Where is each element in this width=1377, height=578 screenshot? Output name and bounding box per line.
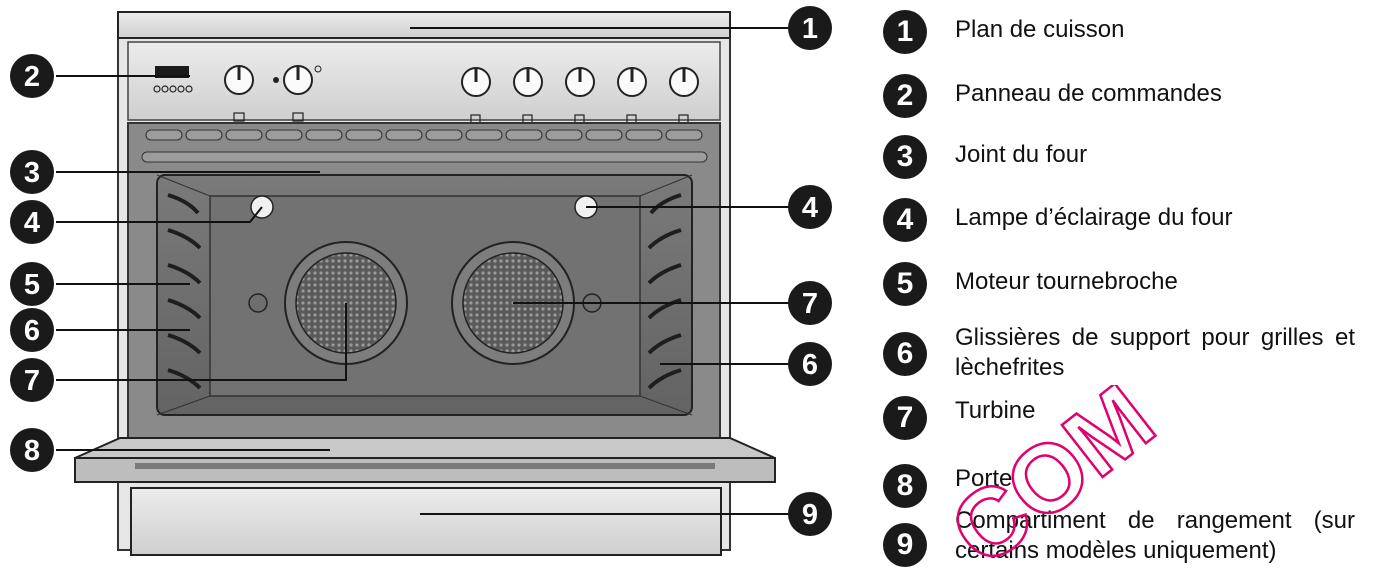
thermostat-knob: [225, 66, 253, 94]
diagram-callout-number: 9: [802, 499, 818, 531]
legend-label: Panneau de commandes: [955, 79, 1355, 109]
diagram-callout-badge: 2: [10, 54, 54, 98]
diagram-callout-number: 7: [24, 365, 40, 397]
diagram-callout-number: 4: [24, 207, 40, 239]
watermark-stamp: COM: [930, 385, 1190, 578]
legend-label: Plan de cuisson: [955, 15, 1355, 45]
legend-label: Glissières de support pour grilles et lè…: [955, 323, 1355, 383]
legend-label: Joint du four: [955, 140, 1355, 170]
diagram-callout-number: 4: [802, 192, 818, 224]
diagram-callout-badge: 8: [10, 428, 54, 472]
cooktop: [118, 12, 730, 38]
diagram-callout-badge: 6: [10, 308, 54, 352]
callout-badge: 9: [883, 523, 927, 567]
rotisserie-socket: [249, 294, 267, 312]
callout-badge: 1: [883, 10, 927, 54]
diagram-callout-badge: 3: [10, 150, 54, 194]
oven-door: [75, 438, 775, 482]
diagram-callout-number: 6: [802, 349, 818, 381]
diagram-callout-badge: 7: [788, 281, 832, 325]
callout-badge: 6: [883, 332, 927, 376]
diagram-callout-badge: 4: [788, 185, 832, 229]
diagram-callout-number: 7: [802, 288, 818, 320]
diagram-callout-number: 1: [802, 13, 818, 45]
callout-badge: 3: [883, 135, 927, 179]
callout-badge: 8: [883, 464, 927, 508]
diagram-callout-number: 3: [24, 157, 40, 189]
callout-badge: 4: [883, 198, 927, 242]
storage-compartment: [131, 488, 721, 555]
watermark-text: COM: [931, 385, 1173, 578]
diagram-callout-badge: 4: [10, 200, 54, 244]
diagram-callout-number: 5: [24, 269, 40, 301]
diagram-callout-badge: 6: [788, 342, 832, 386]
legend-label: Moteur tournebroche: [955, 267, 1355, 297]
diagram-callout-badge: 7: [10, 358, 54, 402]
control-panel: [128, 42, 720, 123]
diagram-callout-number: 8: [24, 435, 40, 467]
callout-badge: 2: [883, 74, 927, 118]
legend-label: Lampe d’éclairage du four: [955, 203, 1355, 233]
callout-badge: 5: [883, 262, 927, 306]
diagram-callout-number: 2: [24, 61, 40, 93]
diagram-callout-badge: 1: [788, 6, 832, 50]
diagram-callout-number: 6: [24, 315, 40, 347]
callout-badge: 7: [883, 396, 927, 440]
diagram-callout-badge: 5: [10, 262, 54, 306]
diagram-callout-badge: 9: [788, 492, 832, 536]
oven-seal: [142, 152, 707, 162]
